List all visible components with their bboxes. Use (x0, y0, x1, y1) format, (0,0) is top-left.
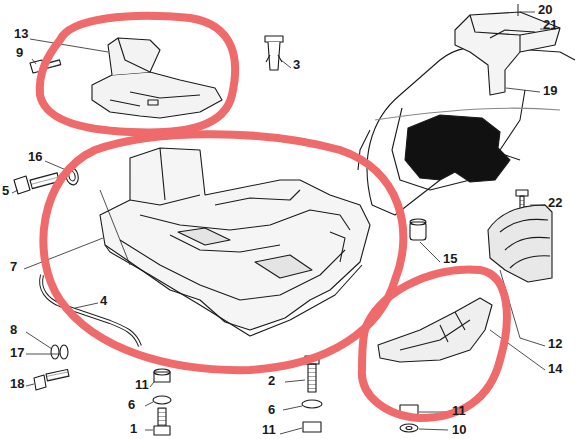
callout-number: 22 (548, 196, 562, 210)
callout-number: 4 (100, 294, 107, 308)
callout-number: 12 (548, 337, 562, 351)
callout-number: 10 (452, 423, 466, 437)
callout-number: 7 (10, 260, 17, 274)
callout-number: 9 (16, 46, 23, 60)
callout-number: 1 (130, 422, 137, 436)
callout-number: 17 (10, 346, 24, 360)
callout-number: 2 (268, 374, 275, 388)
callout-number: 14 (548, 362, 562, 376)
callout-number: 20 (538, 3, 552, 17)
callout-number: 11 (262, 423, 276, 437)
callout-number: 5 (2, 184, 9, 198)
callout-number: 6 (268, 403, 275, 417)
callout-number: 15 (443, 252, 457, 266)
callout-number: 19 (543, 84, 557, 98)
callout-number: 6 (128, 398, 135, 412)
callout-number: 11 (135, 378, 149, 392)
callout-number: 16 (28, 150, 42, 164)
callout-number: 21 (543, 18, 557, 32)
callout-number: 18 (10, 377, 24, 391)
callout-number: 8 (10, 323, 17, 337)
callout-number: 13 (14, 27, 28, 41)
callout-number: 3 (293, 58, 300, 72)
callout-number: 11 (452, 404, 466, 418)
